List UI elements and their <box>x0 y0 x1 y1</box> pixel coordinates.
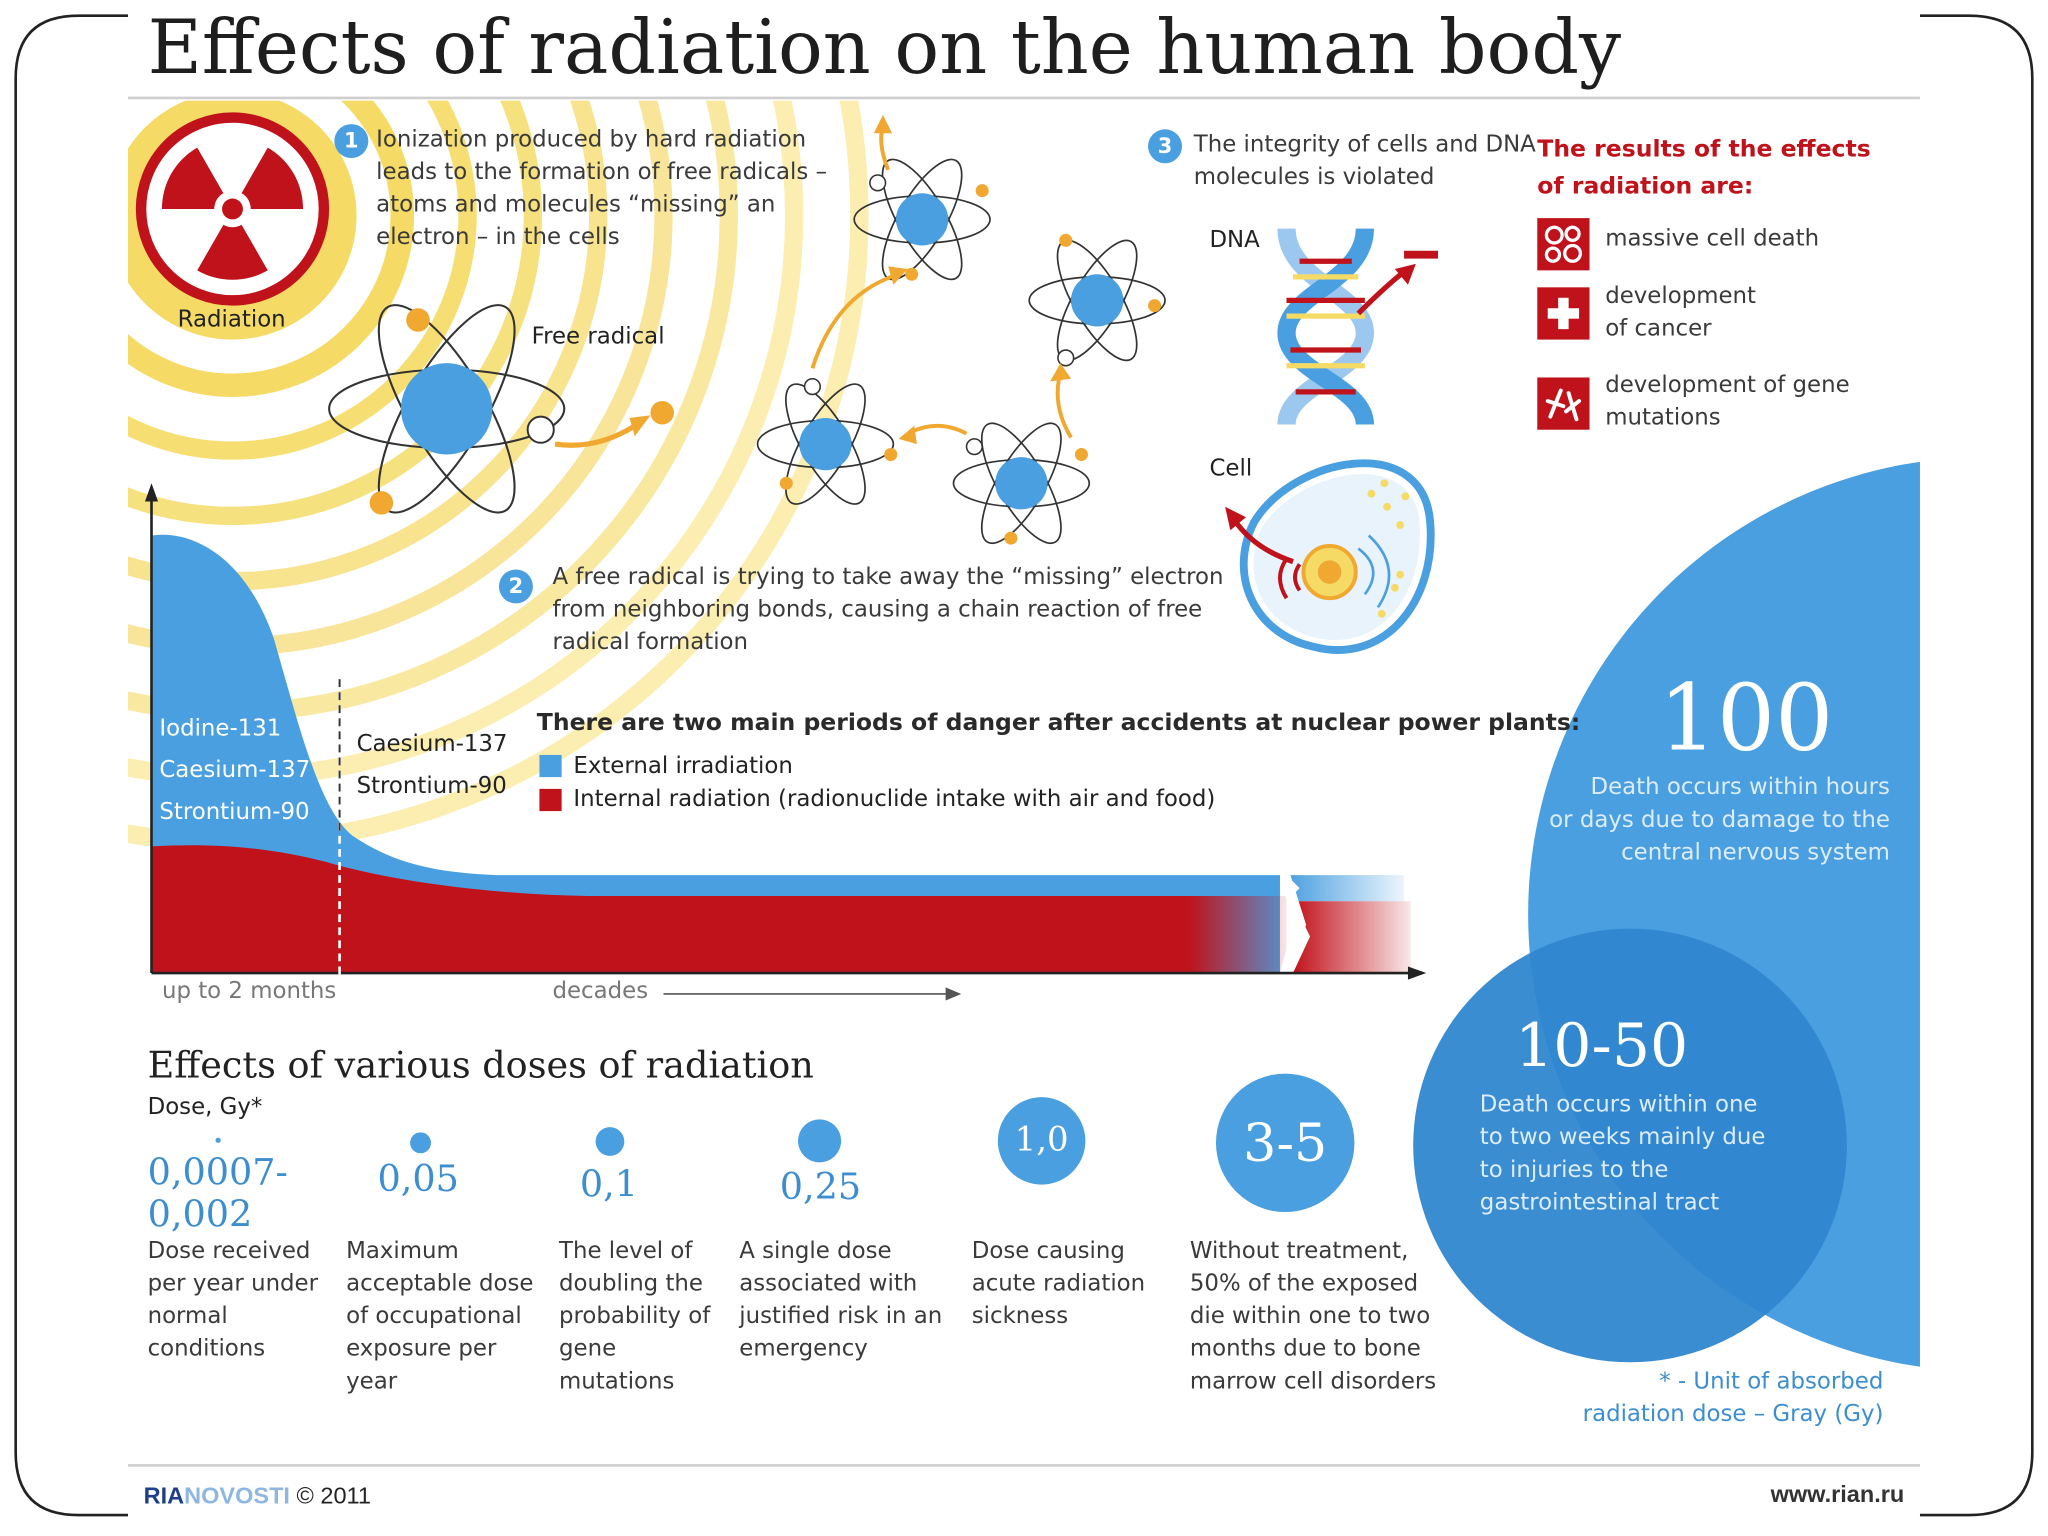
axis-late-label: decades <box>552 978 649 1005</box>
dose-10-50-value: 10-50 <box>1515 1009 1689 1081</box>
early-isotope-2: Caesium-137 <box>159 757 311 784</box>
chain-atom-4 <box>952 422 1091 545</box>
axis-early-label: up to 2 months <box>161 978 337 1005</box>
copyright: © 2011 <box>296 1482 371 1509</box>
chain-atom-3 <box>756 377 898 505</box>
cell-death-icon <box>1537 218 1590 271</box>
dose-4-text: A single dose associated with justified … <box>739 1238 943 1363</box>
chromosome-icon <box>1537 377 1590 430</box>
page-title: Effects of radiation on the human body <box>147 5 1622 92</box>
radiation-label: Radiation <box>177 306 286 334</box>
dose-3-text: The level of doubling the probability of… <box>559 1238 711 1395</box>
dose-1-text: Dose received per year under normal cond… <box>147 1238 319 1363</box>
brand-novosti: NOVOSTI <box>184 1482 290 1509</box>
danger-period-chart <box>144 483 1427 1001</box>
dose-2-value: 0,05 <box>377 1157 459 1201</box>
result-1-text: massive cell death <box>1605 225 1820 253</box>
dose-4-value: 0,25 <box>779 1165 862 1209</box>
dose-1-value: 0,0007- 0,002 <box>147 1150 288 1236</box>
doses-heading: Effects of various doses of radiation <box>147 1043 814 1087</box>
result-2-text: development of cancer <box>1605 283 1756 343</box>
dna-icon <box>1277 227 1439 426</box>
dose-unit-label: Dose, Gy* <box>147 1094 263 1121</box>
dose-5-text: Dose causing acute radiation sickness <box>971 1238 1146 1330</box>
big-dose-circles <box>1413 461 1920 1367</box>
brand-ria: RIA <box>143 1482 185 1509</box>
dose-6-value: 3-5 <box>1243 1114 1328 1175</box>
dose-dot-4 <box>798 1119 842 1163</box>
dose-100-text: Death occurs within hours or days due to… <box>1549 774 1890 866</box>
dose-dot-6 <box>1215 1073 1355 1213</box>
legend-external-label: External irradiation <box>573 753 793 780</box>
results-heading: The results of the effects of radiation … <box>1537 135 1871 200</box>
late-isotope-2: Strontium-90 <box>356 773 507 800</box>
step-1-badge: 1 <box>334 124 369 159</box>
step-2-badge: 2 <box>498 569 533 604</box>
dose-dot-2 <box>410 1132 432 1154</box>
legend-external-swatch <box>539 754 562 778</box>
dose-6-text: Without treatment, 50% of the exposed di… <box>1189 1238 1437 1395</box>
dose-dot-3 <box>595 1127 625 1156</box>
footnote: * - Unit of absorbed radiation dose – Gr… <box>1582 1368 1884 1428</box>
legend-internal-swatch <box>539 788 562 812</box>
periods-heading: There are two main periods of danger aft… <box>536 709 1581 737</box>
cell-label: Cell <box>1209 455 1253 482</box>
dose-2-text: Maximum acceptable dose of occupational … <box>346 1238 534 1395</box>
footer-url[interactable]: www.rian.ru <box>1770 1481 1905 1508</box>
free-radical-label: Free radical <box>531 323 665 351</box>
dose-dot-5 <box>997 1097 1086 1185</box>
dna-label: DNA <box>1209 227 1260 254</box>
dose-5-value: 1,0 <box>1014 1120 1069 1160</box>
radiation-symbol-icon <box>135 112 330 306</box>
late-isotope-1: Caesium-137 <box>356 731 508 758</box>
chain-atom-1 <box>853 158 991 281</box>
early-isotope-3: Strontium-90 <box>159 799 310 826</box>
early-isotope-1: Iodine-131 <box>159 715 282 742</box>
step-3-badge: 3 <box>1148 129 1183 164</box>
dose-10-50-text: Death occurs within one to two weeks mai… <box>1479 1091 1766 1216</box>
footer-logo: RIANOVOSTI © 2011 <box>144 1482 371 1509</box>
step-2-text: A free radical is trying to take away th… <box>552 564 1224 656</box>
step-1-text: Ionization produced by hard radiation le… <box>376 126 828 251</box>
chain-atom-2 <box>1028 233 1166 367</box>
cell-icon <box>1225 459 1435 654</box>
dose-100-value: 100 <box>1658 664 1834 772</box>
dose-3-value: 0,1 <box>579 1162 639 1206</box>
legend-internal-label: Internal radiation (radionuclide intake … <box>573 786 1216 813</box>
cross-icon <box>1537 287 1590 340</box>
free-radical-atom <box>328 304 566 515</box>
step-3-text: The integrity of cells and DNA molecules… <box>1193 131 1536 191</box>
dose-dot-1 <box>215 1137 221 1143</box>
result-3-text: development of gene mutations <box>1605 372 1850 432</box>
